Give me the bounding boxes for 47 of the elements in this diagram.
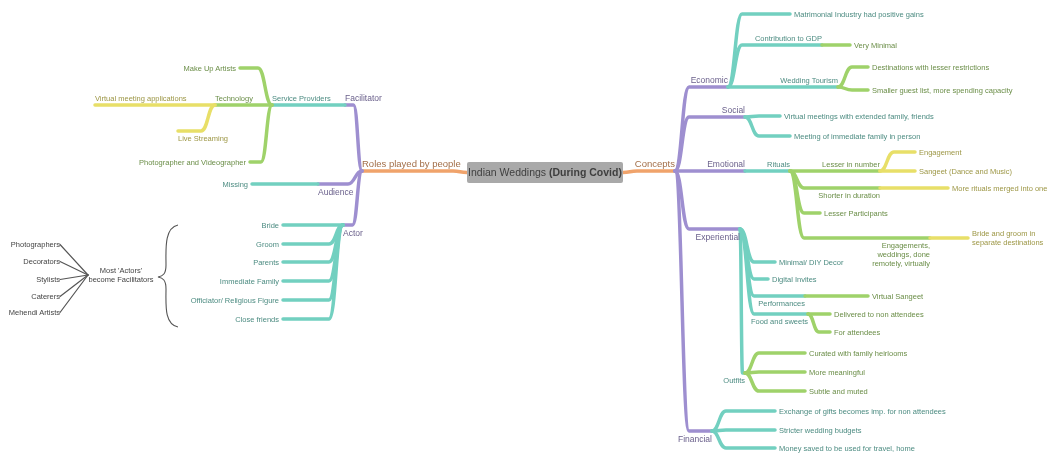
branch-line: [820, 43, 852, 47]
branch-line: [621, 169, 677, 175]
connector-line: [59, 260, 89, 276]
branch-line: [836, 65, 870, 89]
topic-label: Financial: [677, 433, 712, 444]
topic-label: Audience: [318, 186, 354, 197]
connector-line: [59, 274, 89, 314]
central-topic-box: Indian Weddings (During Covid): [467, 162, 623, 183]
branch-line: [806, 312, 832, 316]
branch-line: [878, 169, 917, 173]
branch-line: [341, 169, 364, 227]
connector-line: [59, 243, 89, 276]
branch-line: [803, 294, 870, 298]
branch-line: [270, 103, 347, 107]
topic-label: Social: [721, 104, 745, 115]
topic-label: Concepts: [634, 157, 675, 169]
branch-line: [806, 312, 832, 334]
topic-label: Emotional: [707, 158, 745, 169]
branch-line: [93, 103, 217, 107]
connector-line: [59, 274, 89, 281]
branch-line: [743, 371, 807, 393]
branch-line: [788, 169, 932, 240]
branch-line: [743, 115, 792, 138]
branch-line: [788, 169, 882, 190]
topic-label: Actor: [343, 227, 363, 238]
branch-line: [248, 103, 274, 164]
branch-line: [673, 169, 747, 173]
branch-line: [250, 182, 320, 186]
branch-line: [738, 227, 747, 375]
topic-label: Roles played by people: [362, 157, 461, 169]
branch-line: [928, 236, 970, 240]
branch-line: [673, 169, 742, 231]
connector-line: [59, 274, 89, 298]
branch-line: [213, 103, 274, 107]
branch-line: [726, 85, 840, 89]
branch-line: [360, 169, 469, 175]
branch-line: [176, 103, 217, 133]
branch-line: [836, 85, 870, 92]
branch-line: [878, 186, 950, 190]
branch-line: [710, 429, 777, 450]
branch-line: [281, 223, 345, 321]
branch-line: [673, 169, 714, 433]
topic-label: Economic: [690, 74, 728, 85]
branch-line: [343, 103, 364, 173]
branch-line: [743, 169, 792, 173]
branch-line: [281, 223, 345, 246]
topic-label: Facilitator: [345, 92, 382, 103]
